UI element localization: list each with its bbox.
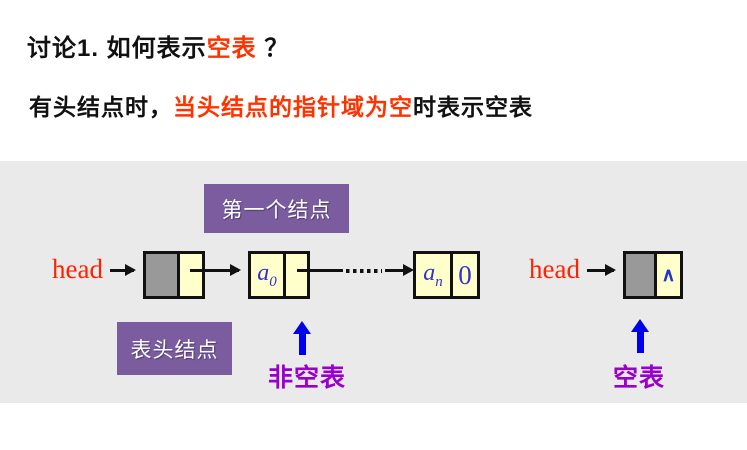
subtitle-text-pre: 有头结点时， <box>29 94 173 120</box>
link-dotted-segment <box>346 269 382 273</box>
node-an: an 0 <box>413 251 480 299</box>
node-a0-data-cell: a0 <box>251 254 283 296</box>
tail-null-pointer-zero: 0 <box>458 259 472 290</box>
link-solid-segment <box>297 269 343 272</box>
node-an-data-cell: an <box>416 254 450 296</box>
empty-up-arrow <box>631 319 649 353</box>
title-text-pre: 讨论1. 如何表示 <box>27 35 207 62</box>
empty-node-pointer-cell: ∧ <box>654 254 680 296</box>
head-node-nonempty <box>143 251 205 299</box>
nonempty-up-arrow <box>293 321 311 355</box>
diagram-panel: 第一个结点 head a0 an 0 head ∧ 表头结点 <box>0 161 747 403</box>
node-a0-value: a0 <box>257 259 277 290</box>
empty-node-data-cell <box>626 254 654 296</box>
empty-up-arrow-shaft <box>636 332 644 353</box>
node-a0: a0 <box>248 251 310 299</box>
head-node-pointer-cell <box>177 254 202 296</box>
null-pointer-symbol: ∧ <box>661 264 676 286</box>
nonempty-up-arrow-shaft <box>298 334 306 355</box>
link-arrowhead-segment <box>385 264 414 276</box>
title-highlight-empty-list: 空表 <box>206 35 257 62</box>
head-node-label: 表头结点 <box>117 322 232 375</box>
node-an-value: an <box>423 259 443 290</box>
nonempty-up-arrow-head <box>293 321 311 334</box>
head-pointer-label-nonempty: head <box>52 254 103 284</box>
subtitle-statement: 有头结点时，当头结点的指针域为空时表示空表 <box>29 88 533 122</box>
head-pointer-label-empty: head <box>529 254 580 284</box>
head-node-empty: ∧ <box>623 251 683 299</box>
node-an-pointer-cell: 0 <box>450 254 477 296</box>
empty-list-caption: 空表 <box>613 364 666 392</box>
title-question-mark: ？ <box>256 35 290 62</box>
head-node-data-cell <box>146 254 177 296</box>
discussion-title: 讨论1. 如何表示空表 ？ <box>27 28 289 63</box>
subtitle-text-post: 时表示空表 <box>413 94 533 120</box>
head-to-headnode-arrow <box>110 264 136 276</box>
head-to-emptynode-arrow <box>587 264 616 276</box>
empty-up-arrow-head <box>631 319 649 332</box>
nonempty-list-caption: 非空表 <box>268 364 347 392</box>
headnode-to-a0-arrow <box>190 264 241 276</box>
ellipsis-link-arrow <box>297 264 414 276</box>
first-node-label: 第一个结点 <box>204 184 349 233</box>
node-a0-pointer-cell <box>283 254 307 296</box>
subtitle-highlight-condition: 当头结点的指针域为空 <box>173 94 413 120</box>
